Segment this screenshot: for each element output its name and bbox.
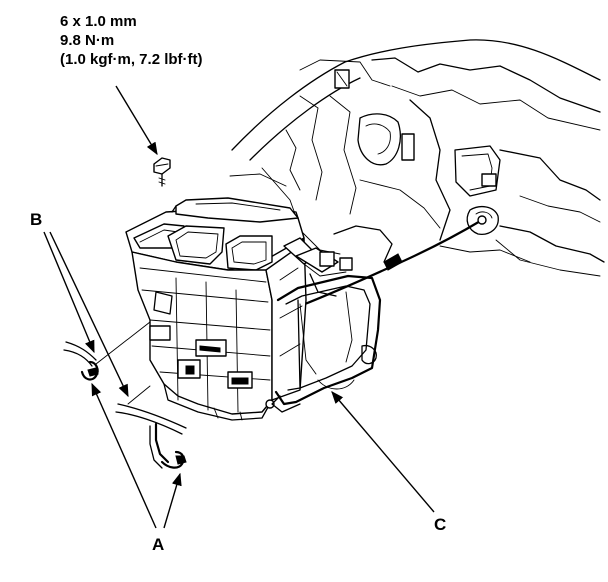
leader-arrowhead: [49, 231, 129, 398]
leader-arrowhead: [115, 85, 158, 156]
callout-a: A: [152, 535, 165, 554]
bolt-size-label: 6 x 1.0 mm: [60, 13, 137, 30]
leader-arrowhead: [331, 391, 435, 513]
vehicle-body-outline: [229, 39, 605, 277]
callout-b: B: [30, 210, 43, 229]
leader-arrowhead: [163, 472, 182, 529]
hex-bolt-icon: [153, 157, 171, 187]
harness-and-clips: [63, 341, 187, 469]
leader-arrowhead: [43, 231, 95, 354]
torque-alt-label: (1.0 kgf·m, 7.2 lbf·ft): [60, 51, 203, 68]
leader-arrowhead: [91, 382, 157, 529]
control-cable: [298, 215, 487, 308]
callout-c: C: [434, 515, 447, 534]
heater-unit: [125, 197, 353, 421]
part-c-bracket: [271, 274, 382, 413]
torque-nm-label: 9.8 N·m: [60, 32, 115, 49]
